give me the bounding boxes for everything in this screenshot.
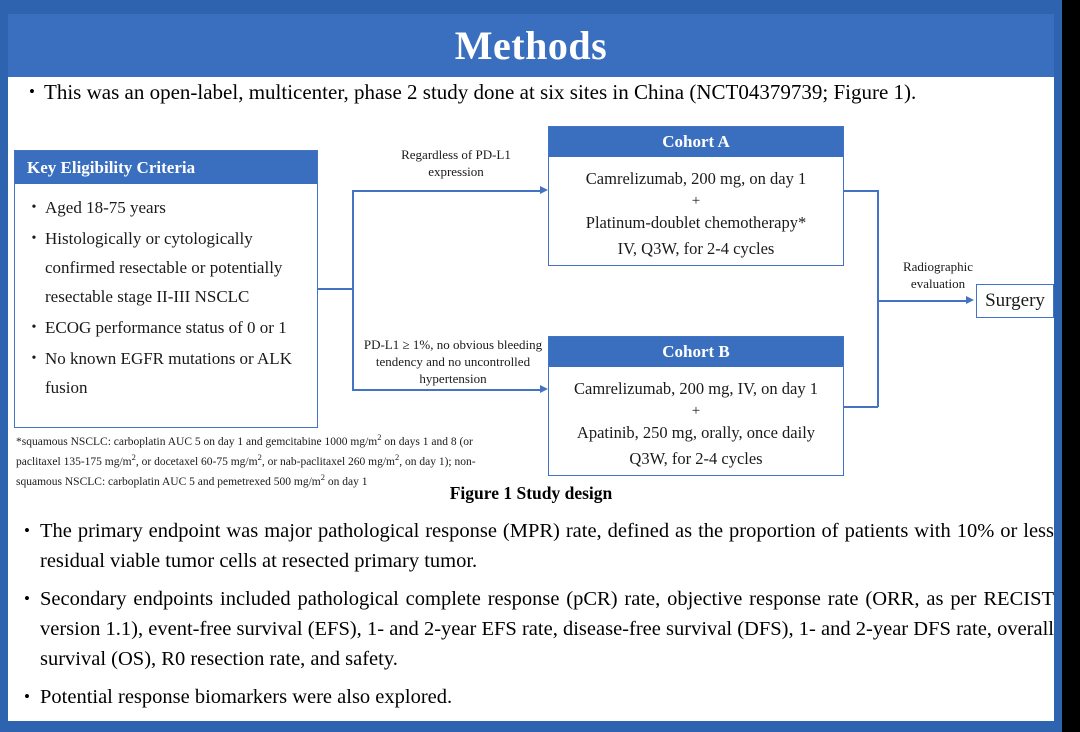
bullet-glyph: •: [29, 82, 35, 101]
lead-bullet: • This was an open-label, multicenter, p…: [20, 78, 1050, 106]
list-item: • The primary endpoint was major patholo…: [14, 516, 1054, 576]
list-item: • Aged 18-75 years: [23, 193, 311, 222]
study-design-figure: Key Eligibility Criteria • Aged 18-75 ye…: [8, 118, 1054, 508]
cohort-a-body: Camrelizumab, 200 mg, on day 1 + Platinu…: [549, 158, 843, 262]
arrow-head-surgery: [966, 296, 974, 304]
cohort-b-line3: Q3W, for 2-4 cycles: [629, 449, 763, 468]
connector-from-cohort-b: [844, 406, 878, 408]
bullet-text-secondary-endpoints: Secondary endpoints included pathologica…: [40, 588, 1054, 670]
bullet-glyph: •: [24, 521, 30, 540]
cohort-a-line1: Camrelizumab, 200 mg, on day 1: [585, 169, 807, 188]
connector-from-cohort-a: [844, 190, 878, 192]
cohort-a-line3: IV, Q3W, for 2-4 cycles: [617, 239, 775, 258]
bullet-glyph: •: [31, 231, 37, 246]
figure-caption: Figure 1 Study design: [449, 483, 613, 503]
arrow-head-cohort-b: [540, 385, 548, 393]
connector-branch-b: [352, 389, 542, 391]
footnote-line: squamous NSCLC: carboplatin AUC 5 and pe…: [16, 471, 368, 488]
eligibility-item-text: No known EGFR mutations or ALK fusion: [45, 349, 292, 397]
cohort-b-plus: +: [691, 403, 701, 419]
eligibility-item-text: Aged 18-75 years: [45, 198, 166, 217]
cohort-a-box: Cohort A Camrelizumab, 200 mg, on day 1 …: [548, 126, 844, 266]
footnote-line: paclitaxel 135-175 mg/m2, or docetaxel 6…: [16, 451, 476, 468]
radiographic-evaluation-label: Radiographic evaluation: [902, 259, 974, 291]
bullet-glyph: •: [31, 320, 37, 335]
cohort-a-plus: +: [691, 193, 701, 209]
page-title: Methods: [454, 23, 608, 68]
eligibility-list: • Aged 18-75 years • Histologically or c…: [15, 185, 317, 404]
branch-a-label: Regardless of PD-L1 expression: [401, 147, 511, 179]
connector-to-surgery: [877, 300, 969, 302]
eligibility-criteria-box: Key Eligibility Criteria • Aged 18-75 ye…: [14, 150, 318, 428]
list-item: • Secondary endpoints included pathologi…: [14, 584, 1054, 674]
arrow-head-cohort-a: [540, 186, 548, 194]
figure-footnote: *squamous NSCLC: carboplatin AUC 5 on da…: [16, 430, 552, 489]
eligibility-header: Key Eligibility Criteria: [15, 151, 317, 184]
title-banner: Methods: [8, 14, 1054, 77]
bullet-glyph: •: [31, 200, 37, 215]
list-item: • ECOG performance status of 0 or 1: [23, 313, 311, 342]
bullet-glyph: •: [24, 687, 30, 706]
branch-b-label: PD-L1 ≥ 1%, no obvious bleeding tendency…: [363, 337, 543, 386]
list-item: • Histologically or cytologically confir…: [23, 224, 311, 311]
cohort-b-line2: Apatinib, 250 mg, orally, once daily: [576, 423, 816, 442]
lead-bullet-text: This was an open-label, multicenter, pha…: [44, 80, 917, 104]
bullet-text-primary-endpoint: The primary endpoint was major pathologi…: [40, 520, 1054, 572]
list-item: • No known EGFR mutations or ALK fusion: [23, 344, 311, 402]
cohort-b-body: Camrelizumab, 200 mg, IV, on day 1 + Apa…: [549, 368, 843, 472]
bullet-glyph: •: [24, 589, 30, 608]
cohort-b-header: Cohort B: [549, 337, 843, 367]
connector-stem-horizontal: [318, 288, 353, 290]
surgery-box: Surgery: [976, 284, 1054, 318]
connector-stem-vertical: [352, 190, 354, 390]
bullet-text-biomarkers: Potential response biomarkers were also …: [40, 686, 453, 708]
endpoint-bullets: • The primary endpoint was major patholo…: [14, 516, 1054, 720]
cohort-a-line2: Platinum-doublet chemotherapy*: [585, 213, 807, 232]
bullet-glyph: •: [31, 351, 37, 366]
eligibility-item-text: ECOG performance status of 0 or 1: [45, 318, 287, 337]
cohort-a-header: Cohort A: [549, 127, 843, 157]
connector-branch-a: [352, 190, 542, 192]
cohort-b-line1: Camrelizumab, 200 mg, IV, on day 1: [574, 379, 818, 398]
cohort-b-box: Cohort B Camrelizumab, 200 mg, IV, on da…: [548, 336, 844, 476]
footnote-line: *squamous NSCLC: carboplatin AUC 5 on da…: [16, 432, 473, 448]
eligibility-item-text: Histologically or cytologically confirme…: [45, 229, 283, 306]
list-item: • Potential response biomarkers were als…: [14, 682, 1054, 712]
connector-merge-vertical: [877, 190, 879, 407]
